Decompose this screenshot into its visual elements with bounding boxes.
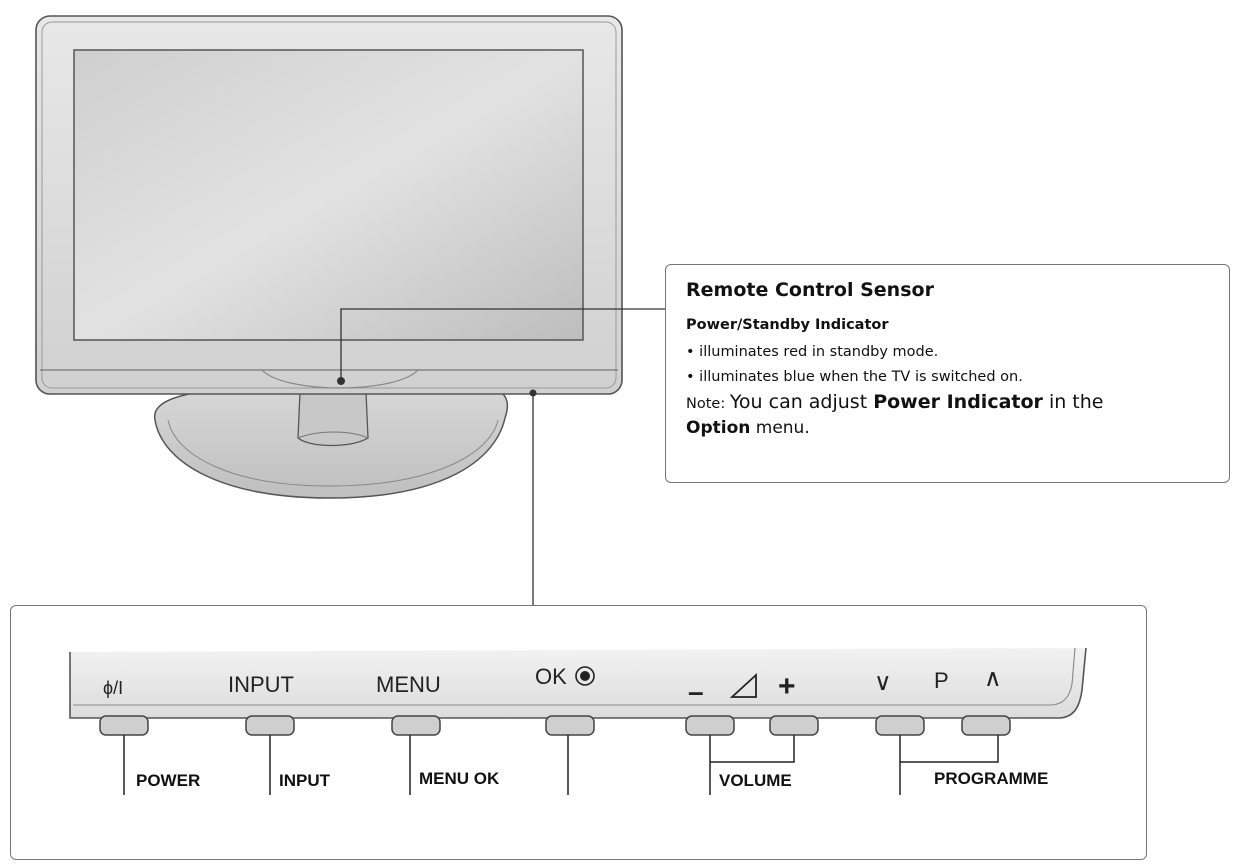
menu-button-label: MENU: [376, 672, 441, 697]
panel-buttons: [99, 715, 1011, 736]
ok-dot-icon: [575, 666, 595, 686]
programme-part-label: PROGRAMME: [934, 769, 1049, 788]
power-part-label: POWER: [136, 771, 201, 790]
ok-button-body: [545, 715, 595, 736]
menu-button-body: [391, 715, 441, 736]
callout-note: Note: You can adjust Power Indicator in …: [686, 391, 1206, 440]
volume-triangle-icon: [729, 672, 757, 698]
note-bold-option: Option: [686, 418, 751, 438]
ok-button-label: OK: [535, 664, 567, 689]
volume-minus-label: –: [688, 676, 704, 707]
control-panel-callout: [10, 605, 1147, 860]
tv-stand: [153, 383, 509, 499]
power-symbol-label: ϕ/I: [103, 678, 124, 698]
programme-p-label: P: [934, 668, 949, 693]
prog-up-button-body: [961, 715, 1011, 736]
programme-up-label: ∧: [984, 665, 1002, 692]
volume-part-label: VOLUME: [719, 771, 792, 790]
leader-lines: [340, 308, 665, 605]
programme-down-label: ∨: [874, 669, 892, 696]
note-text-2: in the: [1042, 391, 1104, 413]
input-button-label: INPUT: [228, 672, 294, 697]
note-text-1: You can adjust: [729, 391, 874, 413]
button-leader-lines: [123, 735, 999, 795]
input-part-label: INPUT: [279, 771, 330, 790]
sensor-callout: Remote Control Sensor Power/Standby Indi…: [665, 264, 1230, 483]
callout-subtitle: Power/Standby Indicator: [686, 317, 889, 333]
tv-front: [35, 15, 623, 397]
note-text-3: menu.: [750, 418, 810, 438]
control-panel-drawing: [69, 647, 1087, 719]
note-bold-power-indicator: Power Indicator: [873, 391, 1043, 413]
callout-bullet-red: • illuminates red in standby mode.: [686, 344, 939, 360]
menu-ok-part-label: MENU OK: [419, 769, 500, 788]
callout-title: Remote Control Sensor: [686, 279, 934, 301]
note-prefix: Note:: [686, 396, 730, 412]
callout-bullet-blue: • illuminates blue when the TV is switch…: [686, 369, 1023, 385]
volume-plus-label: +: [778, 670, 796, 703]
